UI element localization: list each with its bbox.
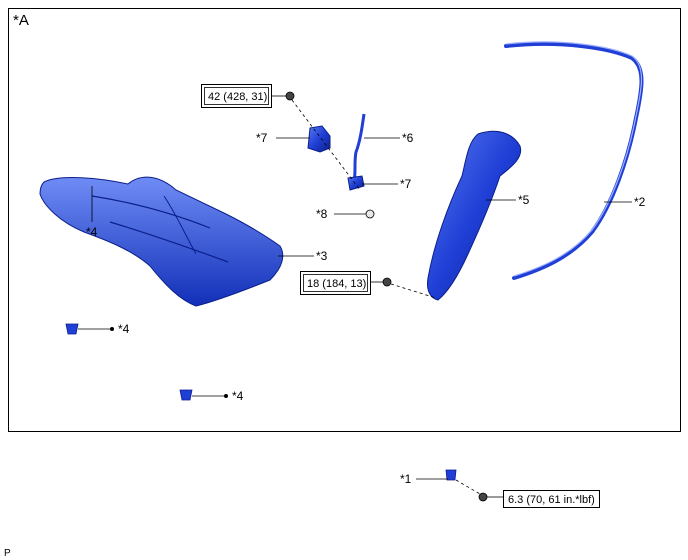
callout-c7a: *7	[256, 131, 268, 145]
callout-c4b: *4	[118, 322, 130, 336]
side-cushion-part	[427, 130, 522, 301]
screw-lower-axis	[455, 479, 481, 495]
view-label: *A	[13, 12, 29, 29]
seatback-frame-part	[504, 41, 644, 280]
callout-c5: *5	[518, 193, 530, 207]
callout-c2: *2	[634, 195, 646, 209]
seat-cushion-part	[39, 176, 284, 307]
clip-part-1	[65, 323, 79, 335]
upper-bracket-part	[307, 125, 331, 153]
clip-part-2	[179, 389, 193, 401]
washer-part	[365, 209, 375, 219]
torque-t1: 42 (428, 31)	[208, 91, 267, 103]
callout-c1: *1	[400, 472, 412, 486]
seat-cushion-groove-2	[109, 221, 229, 263]
torque-box-t3	[503, 490, 600, 508]
footer-mark: P	[4, 548, 11, 559]
torque-t3: 6.3 (70, 61 in.*lbf)	[508, 494, 595, 506]
seat-cushion-groove-1	[91, 195, 211, 229]
bolt-upper-axis	[291, 99, 361, 191]
torque-box-t1-outer	[201, 84, 272, 108]
bolt-mid-axis	[390, 283, 437, 299]
callout-c7b: *7	[400, 177, 412, 191]
view-frame	[8, 8, 681, 432]
callout-c8: *8	[316, 207, 328, 221]
torque-t2: 18 (184, 13)	[307, 278, 366, 290]
callout-c4c: *4	[232, 389, 244, 403]
callout-c4a: *4	[86, 225, 98, 239]
seat-cushion-groove-3	[163, 195, 197, 255]
torque-box-t2-outer	[300, 271, 371, 295]
dot-c4b	[110, 327, 114, 331]
screw-lower	[478, 492, 488, 502]
callout-c6: *6	[402, 131, 414, 145]
torque-box-t1-inner	[204, 87, 269, 105]
bolt-upper	[285, 91, 295, 101]
dot-c4c	[224, 394, 228, 398]
bolt-mid	[382, 277, 392, 287]
clip-part-lower	[445, 469, 457, 481]
torque-box-t2-inner	[303, 274, 368, 292]
callout-c3: *3	[316, 249, 328, 263]
lower-bracket-part	[347, 175, 365, 191]
seatback-frame-highlight	[505, 41, 643, 277]
strap-part	[352, 113, 366, 183]
